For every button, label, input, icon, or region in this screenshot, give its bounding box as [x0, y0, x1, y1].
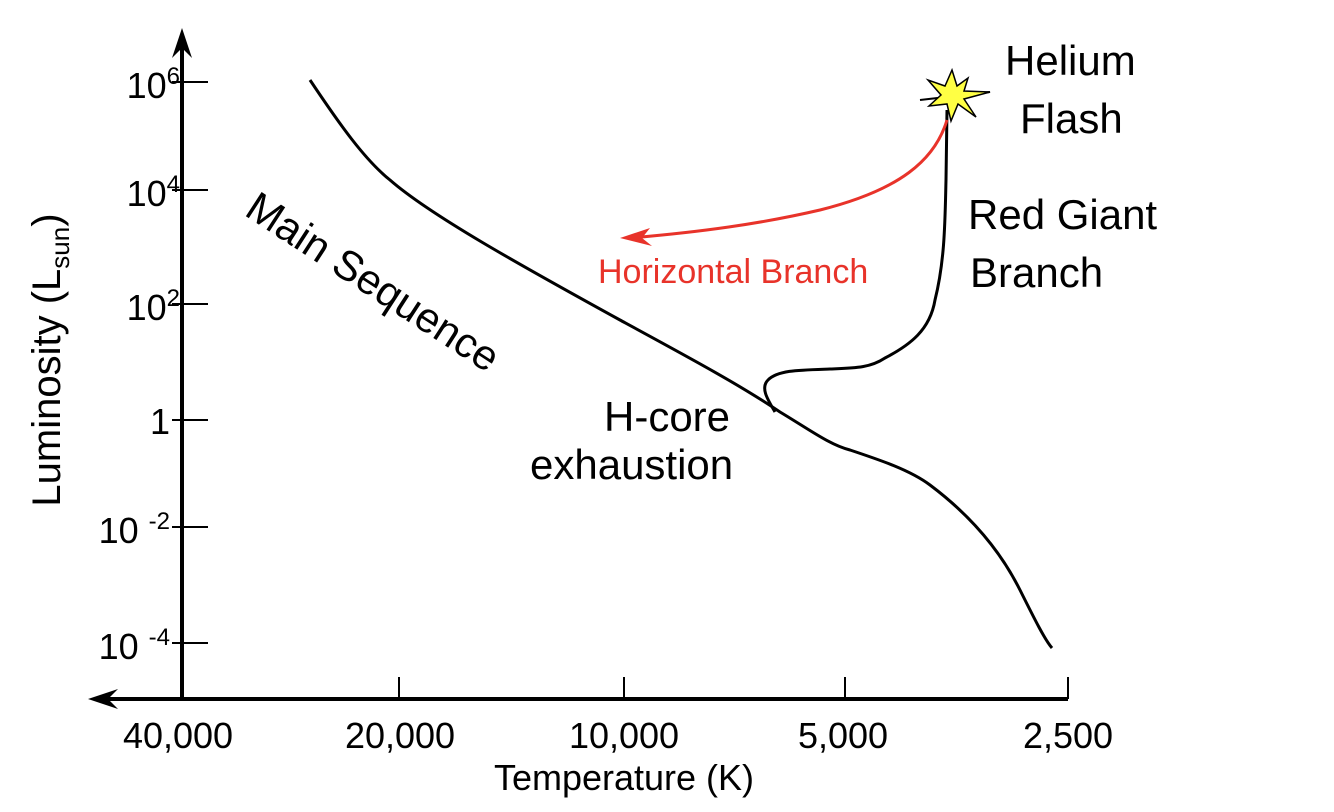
- x-tick-20000: 20,000: [344, 715, 456, 756]
- x-axis-arrow-icon: [88, 689, 118, 709]
- y-tick-1e4: 104: [126, 171, 180, 214]
- x-tick-40000: 40,000: [122, 715, 234, 756]
- x-tick-10000: 10,000: [568, 715, 680, 756]
- y-axis-title: Luminosity (Lsun): [25, 213, 75, 507]
- y-axis: [172, 28, 208, 699]
- horizontal-branch-curve: [629, 119, 949, 240]
- horizontal-branch-label: Horizontal Branch: [598, 253, 869, 291]
- horizontal-branch-arrow-icon: [620, 228, 652, 246]
- helium-flash-label-line2: Flash: [1020, 95, 1123, 142]
- hcore-label-line2: exhaustion: [530, 441, 734, 488]
- x-tick-2500: 2,500: [1022, 715, 1114, 756]
- y-tick-1e-4: 10 -4: [98, 624, 170, 667]
- x-tick-5000: 5,000: [797, 715, 889, 756]
- main-sequence-curve: [308, 79, 1054, 649]
- helium-flash-label-line1: Helium: [1005, 37, 1136, 84]
- hcore-label-line1: H-core: [604, 393, 731, 440]
- red-giant-label-line2: Branch: [970, 249, 1104, 296]
- y-tick-1e6: 106: [126, 63, 180, 106]
- y-tick-1e2: 102: [126, 285, 180, 328]
- x-axis-title: Temperature (K): [493, 757, 755, 798]
- helium-flash-star-icon: [919, 67, 991, 124]
- y-tick-1: 1: [149, 401, 170, 442]
- x-axis: [88, 660, 1069, 709]
- y-axis-arrow-icon: [172, 28, 192, 58]
- red-giant-branch-curve: [763, 109, 949, 413]
- red-giant-label-line1: Red Giant: [968, 191, 1158, 238]
- y-tick-1e-2: 10 -2: [98, 508, 170, 551]
